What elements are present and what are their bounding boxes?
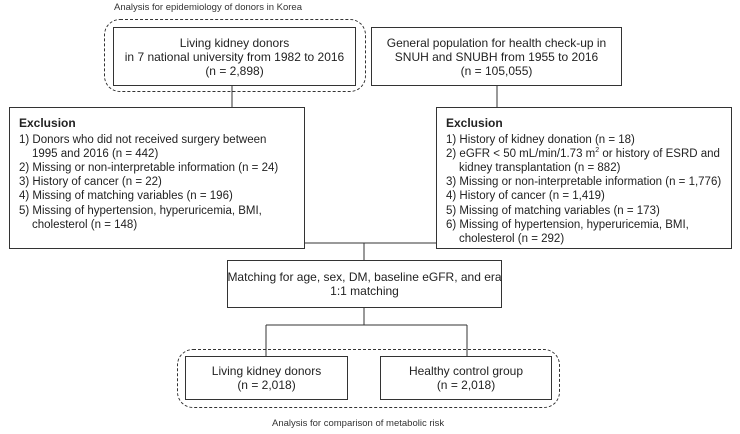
right-exclusion-item: 1) History of kidney donation (n = 18) [446, 134, 635, 147]
left-exclusion-item: 1) Donors who did not received surgery b… [19, 134, 267, 147]
egfr-text: 2) eGFR < 50 mL/min/1.73 m [446, 148, 596, 161]
right-exclusion-item: cholesterol (n = 292) [459, 232, 565, 245]
left-exclusion-heading: Exclusion [19, 116, 76, 130]
right-exclusion-item: 5) Missing of matching variables (n = 17… [446, 204, 660, 217]
living-donors-line-1: Living kidney donors [179, 35, 290, 50]
matching-box: Matching for age, sex, DM, baseline eGFR… [227, 260, 502, 308]
right-exclusion-item: 6) Missing of hypertension, hyperuricemi… [446, 218, 689, 231]
left-exclusion-item: 1995 and 2016 (n = 442) [32, 148, 159, 161]
right-exclusion-heading: Exclusion [446, 116, 503, 130]
left-exclusion-box: Exclusion 1) Donors who did not received… [9, 107, 305, 249]
living-donors-box: Living kidney donors in 7 national unive… [113, 27, 356, 86]
right-exclusion-box: Exclusion 1) History of kidney donation … [436, 107, 732, 249]
right-exclusion-item: 3) Missing or non-interpretable informat… [446, 176, 722, 189]
general-population-box: General population for health check-up i… [371, 27, 622, 86]
donor-epidemiology-dashed-frame [104, 19, 366, 92]
matching-ratio: 1:1 matching [330, 284, 399, 298]
right-exclusion-item: 4) History of cancer (n = 1,419) [446, 190, 605, 203]
living-donors-result-box: Living kidney donors (n = 2,018) [185, 356, 348, 400]
living-donors-result-label: Living kidney donors [211, 364, 322, 378]
healthy-control-box: Healthy control group (n = 2,018) [380, 356, 552, 400]
right-exclusion-item-egfr: 2) eGFR < 50 mL/min/1.73 m2 or history o… [446, 147, 723, 161]
left-exclusion-item: 4) Missing of matching variables (n = 19… [19, 190, 233, 203]
left-exclusion-item: 3) History of cancer (n = 22) [19, 176, 162, 189]
left-exclusion-item: cholesterol (n = 148) [32, 218, 138, 231]
comparison-dashed-frame [177, 349, 560, 408]
right-exclusion-item: kidney transplantation (n = 882) [459, 162, 621, 175]
healthy-control-label: Healthy control group [408, 364, 524, 378]
healthy-control-count: (n = 2,018) [436, 378, 496, 392]
left-exclusion-item: 5) Missing of hypertension, hyperuricemi… [19, 204, 262, 217]
egfr-superscript: 2 [595, 147, 600, 155]
living-donors-count: (n = 2,898) [205, 63, 264, 78]
general-population-line-2: SNUH and SNUBH from 1955 to 2016 [394, 49, 599, 64]
general-population-line-1: General population for health check-up i… [386, 35, 607, 50]
living-donors-line-2: in 7 national university from 1982 to 20… [124, 49, 345, 64]
egfr-text-tail: or history of ESRD and [599, 148, 720, 161]
left-exclusion-item: 2) Missing or non-interpretable informat… [19, 162, 279, 175]
living-donors-result-count: (n = 2,018) [237, 378, 296, 392]
bottom-caption: Analysis for comparison of metabolic ris… [272, 418, 445, 429]
matching-criteria: Matching for age, sex, DM, baseline eGFR… [227, 270, 502, 284]
general-population-count: (n = 105,055) [460, 63, 533, 78]
top-caption: Analysis for epidemiology of donors in K… [114, 2, 302, 13]
